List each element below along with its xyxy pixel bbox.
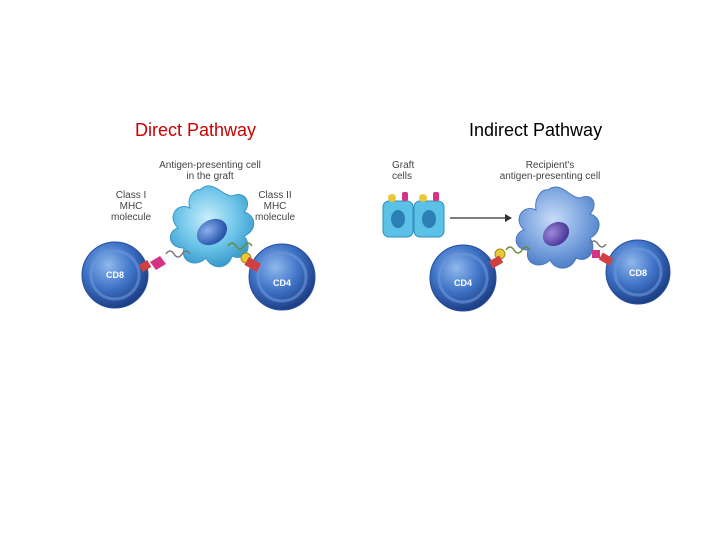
class-ii-mhc-molecule xyxy=(227,242,262,272)
arrow-icon xyxy=(450,214,512,222)
recipient-apc-label: Recipient's antigen-presenting cell xyxy=(499,160,601,182)
indirect-cd8-t-cell xyxy=(605,239,671,305)
graft-cells xyxy=(382,192,445,238)
graft-cells-label: Graft cells xyxy=(392,160,415,182)
direct-cd4-label: CD4 xyxy=(272,278,291,288)
indirect-cd4-t-cell xyxy=(429,244,497,312)
recipient-antigen-presenting-cell xyxy=(515,186,600,269)
direct-cd8-label: CD8 xyxy=(105,270,124,280)
indirect-cd8-label: CD8 xyxy=(628,268,647,278)
direct-cd4-t-cell xyxy=(248,243,316,311)
direct-cd8-t-cell xyxy=(81,241,149,309)
class-ii-mhc-label: Class II MHC molecule xyxy=(254,190,296,223)
class-i-mhc-label: Class I MHC molecule xyxy=(110,190,152,223)
indirect-mhc-left xyxy=(488,246,531,269)
indirect-mhc-right xyxy=(589,240,614,266)
direct-antigen-presenting-cell xyxy=(169,185,255,268)
indirect-pathway-title: Indirect Pathway xyxy=(469,120,603,140)
direct-pathway-title: Direct Pathway xyxy=(135,120,257,140)
class-i-mhc-molecule xyxy=(138,250,191,272)
indirect-cd4-label: CD4 xyxy=(453,278,472,288)
apc-label: Antigen-presenting cell in the graft xyxy=(159,160,261,182)
